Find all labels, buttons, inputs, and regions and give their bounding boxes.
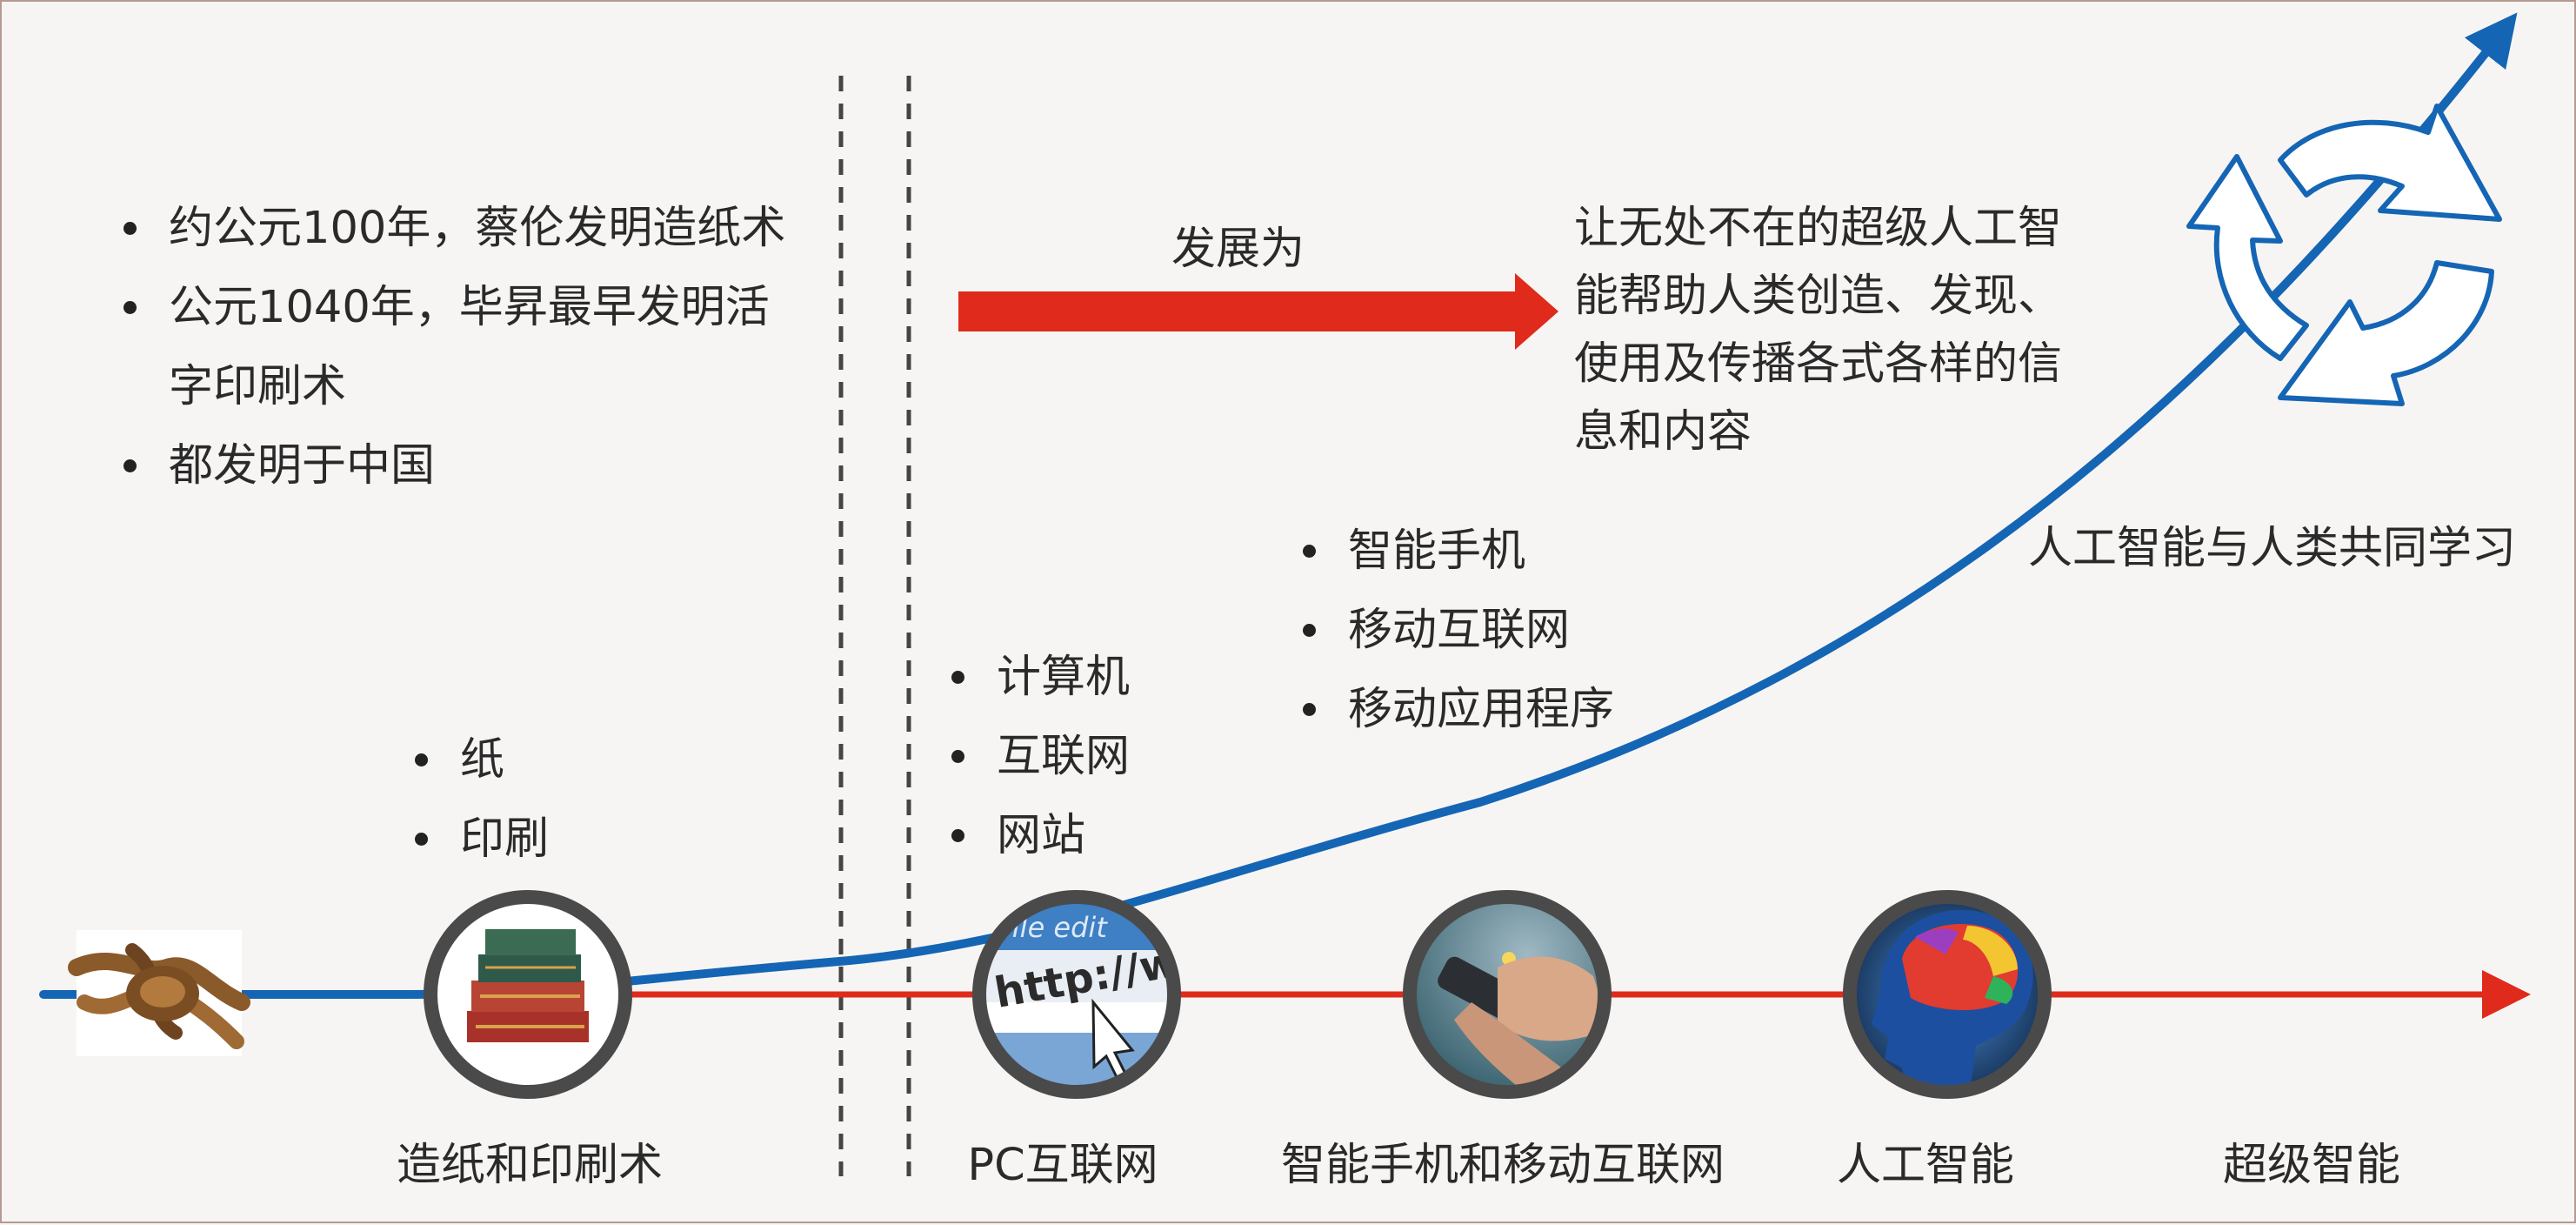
develop-label: 发展为 bbox=[1171, 224, 1305, 275]
develop-arrow bbox=[958, 273, 1558, 350]
list-item: 都发明于中国 bbox=[123, 426, 819, 505]
stage-label-pc: PC互联网 bbox=[967, 1140, 1158, 1191]
list-item: 纸 bbox=[415, 720, 549, 800]
list-item: 计算机 bbox=[951, 638, 1130, 717]
super-ai-description: 让无处不在的超级人工智能帮助人类创造、发现、使用及传播各式各样的信息和内容 bbox=[1574, 203, 2063, 458]
ancient-inventions-list: 约公元100年，蔡伦发明造纸术 公元1040年，毕昇最早发明活字印刷术 都发明于… bbox=[123, 189, 819, 505]
knotted-rope-icon bbox=[68, 930, 250, 1056]
cycle-arrows-icon bbox=[2186, 104, 2502, 406]
list-item: 印刷 bbox=[415, 800, 549, 879]
stage-label-paper: 造纸和印刷术 bbox=[396, 1140, 664, 1191]
stage-label-mobile: 智能手机和移动互联网 bbox=[1280, 1140, 1725, 1191]
co-learning-label: 人工智能与人类共同学习 bbox=[2028, 523, 2517, 574]
growth-curve bbox=[39, 12, 2518, 999]
list-item: 智能手机 bbox=[1303, 512, 1614, 591]
list-item: 公元1040年，毕昇最早发明活字印刷术 bbox=[123, 268, 795, 426]
stage-label-ai: 人工智能 bbox=[1836, 1140, 2015, 1191]
list-item: 移动应用程序 bbox=[1303, 670, 1614, 749]
stage-label-super: 超级智能 bbox=[2222, 1140, 2401, 1191]
brain-head-icon bbox=[1843, 890, 2052, 1099]
pc-items-list: 计算机 互联网 网站 bbox=[951, 638, 1130, 875]
books-icon bbox=[424, 890, 632, 1099]
list-item: 网站 bbox=[951, 796, 1130, 875]
list-item: 约公元100年，蔡伦发明造纸术 bbox=[123, 189, 819, 268]
list-item: 移动互联网 bbox=[1303, 591, 1614, 670]
paper-items-list: 纸 印刷 bbox=[415, 720, 549, 879]
smartphone-hand-icon bbox=[1403, 890, 1612, 1099]
list-item: 互联网 bbox=[951, 717, 1130, 796]
mobile-items-list: 智能手机 移动互联网 移动应用程序 bbox=[1303, 512, 1614, 749]
